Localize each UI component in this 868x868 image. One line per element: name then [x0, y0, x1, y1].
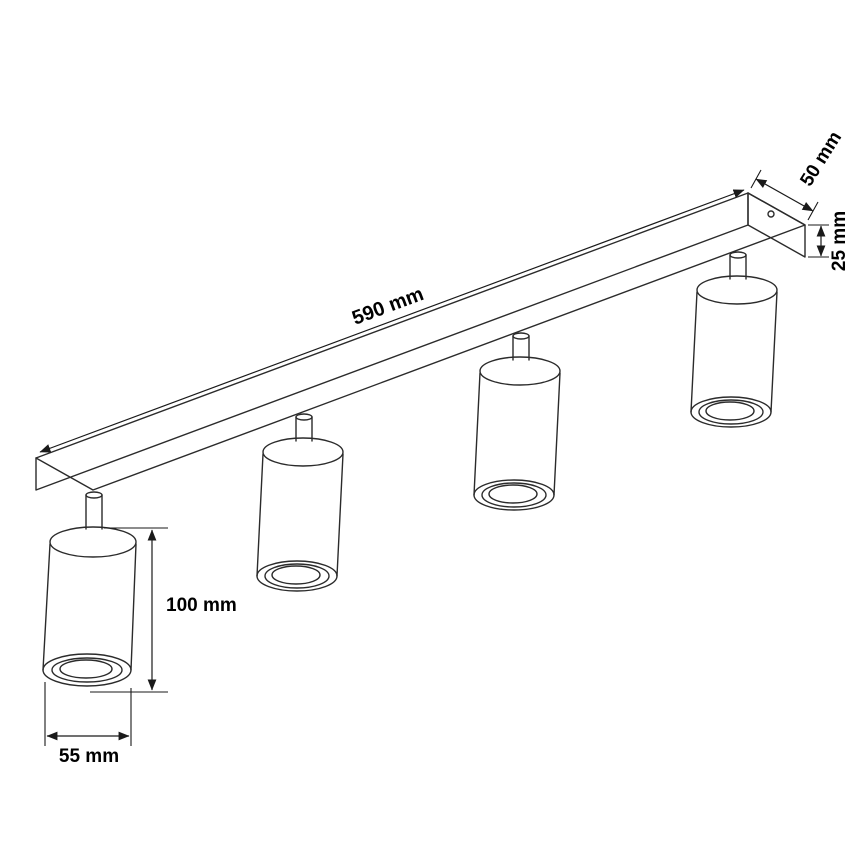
spot4-lens	[705, 401, 755, 421]
dimension-spot-height: 100 mm	[90, 527, 237, 693]
spot1-body-bottom	[42, 653, 132, 687]
bar-height-label: 25 mm	[829, 211, 850, 271]
dimension-spot-diameter: 55 mm	[44, 682, 132, 767]
spot2-body-top	[262, 437, 344, 467]
spot1-body-top	[49, 526, 137, 558]
dimension-bar-height: 25 mm	[808, 211, 850, 271]
bar-end-face	[747, 192, 806, 258]
spot3-lens	[488, 484, 538, 504]
spot4-stem-top	[729, 251, 747, 259]
spotlight-2	[256, 413, 344, 592]
spot2-stem-top	[295, 413, 313, 421]
spot1-stem-top	[85, 491, 103, 499]
dimension-bar-length: 590 mm	[39, 189, 745, 453]
bar-depth-label: 50 mm	[796, 128, 846, 190]
spot2-body-sides	[256, 453, 344, 577]
spot3-rim	[481, 482, 547, 508]
spot1-stem	[85, 494, 103, 530]
dimension-bar-depth: 50 mm	[750, 128, 846, 221]
spot2-rim	[264, 563, 330, 589]
bar-depth-dim-line	[755, 178, 814, 212]
bar-top-face	[35, 192, 806, 491]
spot4-body-top	[696, 275, 778, 305]
bar-length-dim-line	[39, 189, 745, 453]
spot3-stem-top	[512, 332, 530, 340]
spotlight-4	[690, 251, 778, 428]
spot1-rim	[51, 657, 123, 683]
spot-height-label: 100 mm	[166, 595, 237, 616]
spot1-body-sides	[42, 543, 137, 671]
bar-front-face	[35, 192, 749, 491]
spot3-body-bottom	[473, 479, 555, 511]
spotlight-1	[42, 491, 137, 687]
spot3-body-sides	[473, 372, 561, 496]
spot2-body-bottom	[256, 560, 338, 592]
spot2-lens	[271, 565, 321, 585]
spotlight-3	[473, 332, 561, 511]
spot-diameter-label: 55 mm	[59, 746, 119, 767]
spot4-body-sides	[690, 291, 778, 413]
mounting-hole	[767, 210, 775, 218]
mounting-bar	[35, 192, 806, 491]
spot3-body-top	[479, 356, 561, 386]
spot1-lens	[59, 659, 113, 679]
